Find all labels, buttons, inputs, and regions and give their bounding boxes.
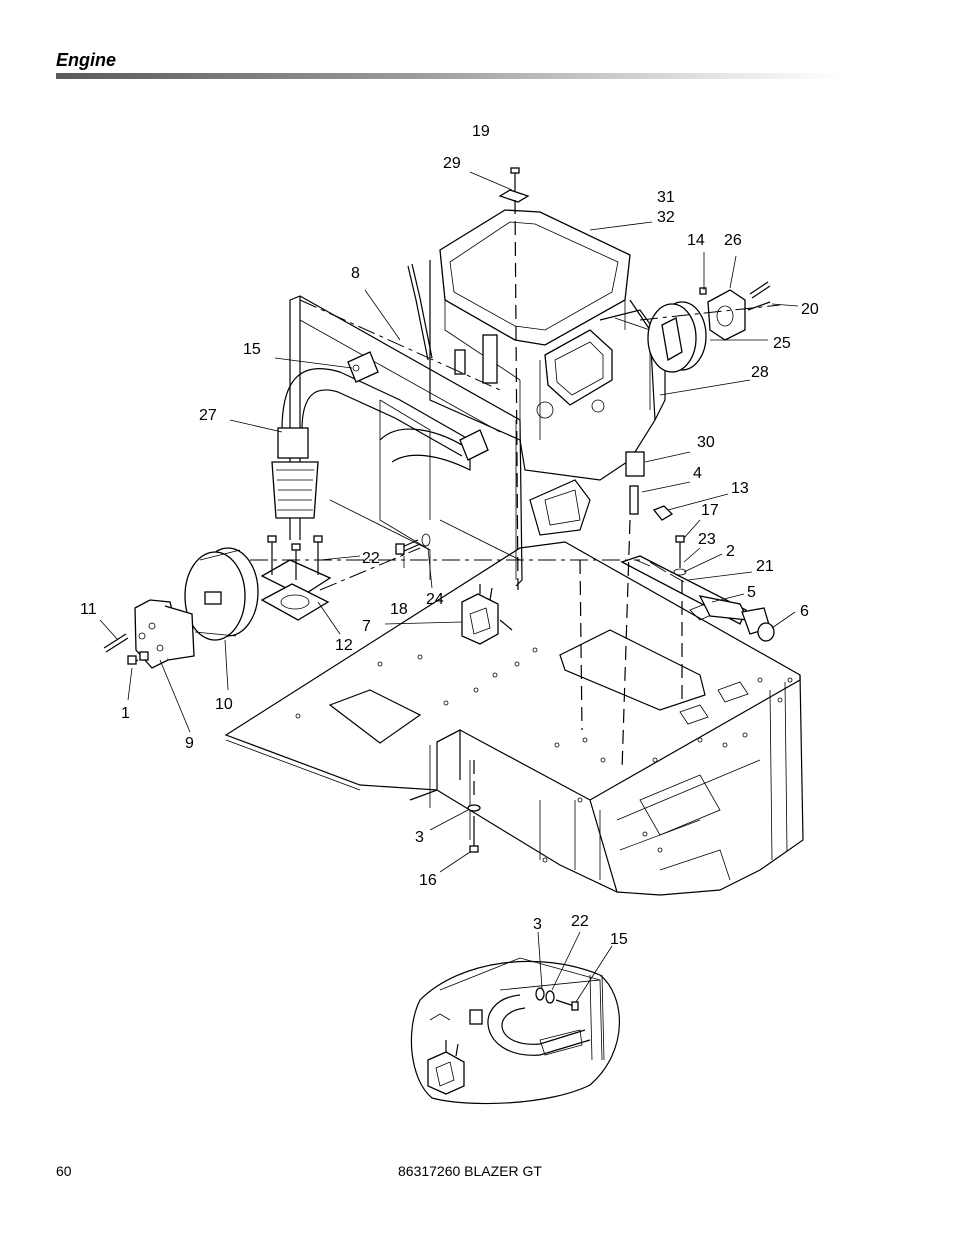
callout-14: 14 [687, 232, 705, 249]
callout-15: 15 [243, 341, 261, 358]
callout-32: 32 [657, 209, 675, 226]
engine [407, 209, 666, 536]
detail-callout-3: 3 [533, 916, 542, 933]
engine-mount-panel [289, 295, 523, 587]
section-title: Engine [56, 50, 117, 70]
callout-9: 9 [185, 735, 194, 752]
pulley-hub [103, 599, 195, 669]
top-bolt-bracket [498, 167, 530, 203]
pto-hub [699, 281, 771, 341]
detail-callout-22: 22 [571, 913, 589, 930]
callout-27: 27 [199, 407, 217, 424]
callout-28: 28 [751, 364, 769, 381]
callout-7: 7 [362, 618, 371, 635]
alignment-lines [250, 199, 781, 800]
callout-8: 8 [351, 265, 360, 282]
callout-25: 25 [773, 335, 791, 352]
pto-pulley [647, 301, 707, 373]
callout-4: 4 [693, 465, 702, 482]
page-number: 60 [56, 1163, 72, 1179]
mount-bolts [395, 533, 431, 555]
callout-19: 19 [472, 123, 490, 140]
callout-12: 12 [335, 637, 353, 654]
callout-18: 18 [390, 601, 408, 618]
document-id: 86317260 BLAZER GT [398, 1163, 542, 1179]
leader-lines [99, 171, 799, 873]
drive-shaft [620, 451, 775, 642]
exhaust-pipe [271, 351, 489, 519]
callout-16: 16 [419, 872, 437, 889]
callout-23: 23 [698, 531, 716, 548]
callout-1: 1 [121, 705, 130, 722]
callout-10: 10 [215, 696, 233, 713]
bottom-bolt-washer [467, 804, 481, 853]
callout-26: 26 [724, 232, 742, 249]
callout-6: 6 [800, 603, 809, 620]
callout-labels: 19 29 31 32 14 26 8 20 15 25 28 27 30 4 … [80, 123, 819, 889]
callout-24: 24 [426, 591, 444, 608]
callout-17: 17 [701, 502, 719, 519]
callout-21: 21 [756, 558, 774, 575]
callout-31: 31 [657, 189, 675, 206]
callout-20: 20 [801, 301, 819, 318]
starter-solenoid [461, 584, 513, 645]
title-rule [56, 73, 842, 79]
callout-3: 3 [415, 829, 424, 846]
callout-30: 30 [697, 434, 715, 451]
callout-22: 22 [362, 550, 380, 567]
callout-13: 13 [731, 480, 749, 497]
drive-pulley [184, 547, 259, 641]
callout-2: 2 [726, 543, 735, 560]
mower-frame-deck [224, 541, 804, 896]
callout-11: 11 [80, 601, 97, 618]
exhaust-gasket-flange [260, 535, 332, 621]
callout-29: 29 [443, 155, 461, 172]
detail-view: 3 22 15 [410, 913, 628, 1105]
callout-5: 5 [747, 584, 756, 601]
detail-callout-15: 15 [610, 931, 628, 948]
